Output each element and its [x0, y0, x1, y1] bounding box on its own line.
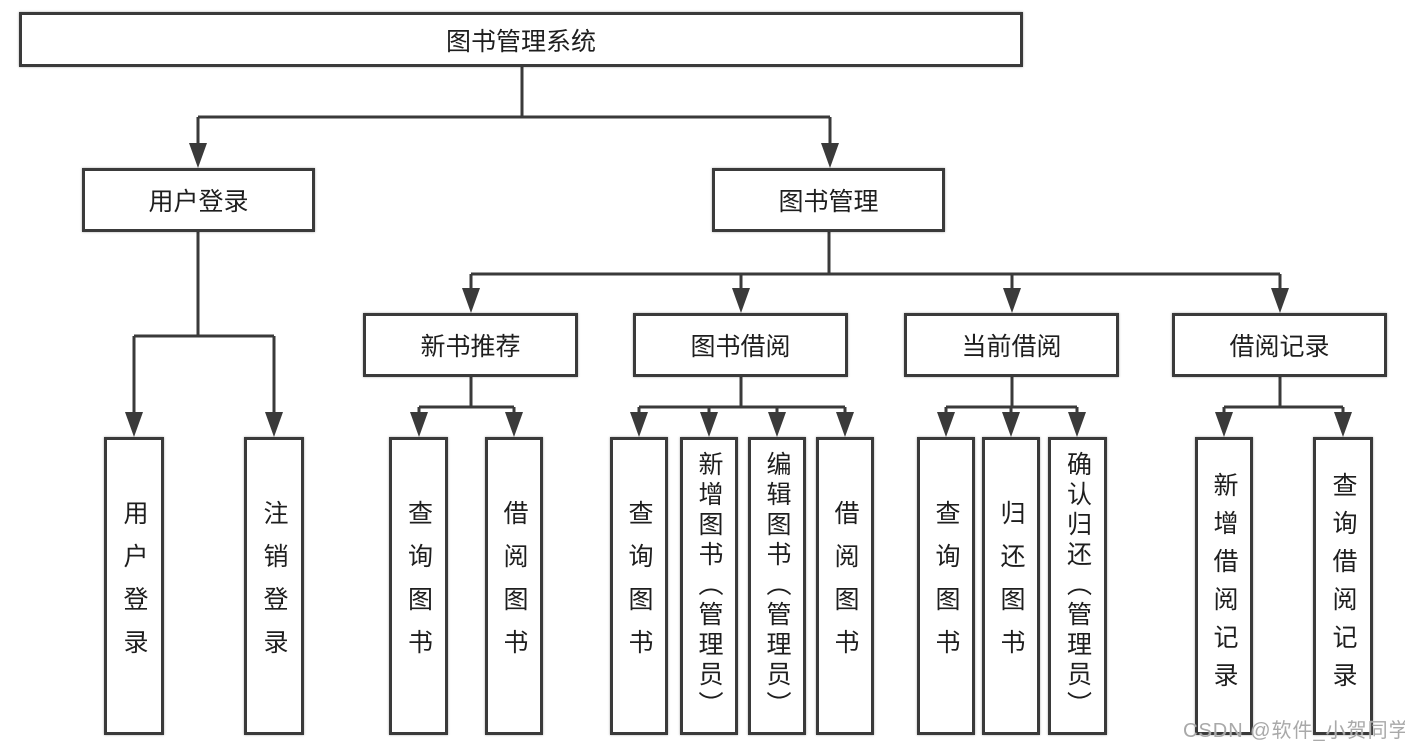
leaf-borrow-query-books: 查询图书	[610, 437, 668, 735]
leaf-newbook-borrow-books-label: 借阅图书	[500, 500, 528, 672]
leaf-add-borrow-record-label: 新增借阅记录	[1210, 472, 1238, 700]
leaf-add-books-admin-label: 新增图书（管理员）	[695, 451, 723, 721]
leaf-current-query-books-label: 查询图书	[932, 500, 960, 672]
leaf-edit-books-admin-label: 编辑图书（管理员）	[763, 451, 791, 721]
leaf-confirm-return-admin: 确认归还（管理员）	[1048, 437, 1107, 735]
leaf-borrow-query-books-label: 查询图书	[625, 500, 653, 672]
leaf-logout: 注销登录	[244, 437, 304, 735]
leaf-borrow-borrow-books-label: 借阅图书	[831, 500, 859, 672]
watermark: CSDN @软件_小贺同学	[1183, 720, 1405, 742]
leaf-borrow-borrow-books: 借阅图书	[816, 437, 874, 735]
leaf-newbook-query-books-label: 查询图书	[404, 500, 433, 672]
node-library-system: 图书管理系统	[19, 12, 1023, 67]
leaf-add-books-admin: 新增图书（管理员）	[680, 437, 738, 735]
leaf-user-login: 用户登录	[104, 437, 164, 735]
leaf-user-login-label: 用户登录	[120, 500, 148, 672]
arrowheads	[125, 143, 1352, 437]
leaf-return-books-label: 归还图书	[997, 500, 1025, 672]
node-user-login: 用户登录	[82, 168, 315, 232]
node-new-book-recommend: 新书推荐	[363, 313, 578, 377]
node-book-borrow: 图书借阅	[633, 313, 848, 377]
leaf-newbook-borrow-books: 借阅图书	[485, 437, 543, 735]
leaf-query-borrow-record-label: 查询借阅记录	[1329, 472, 1357, 700]
leaf-newbook-query-books: 查询图书	[389, 437, 448, 735]
node-borrow-records: 借阅记录	[1172, 313, 1387, 377]
node-book-management: 图书管理	[712, 168, 945, 232]
node-current-borrow: 当前借阅	[904, 313, 1119, 377]
leaf-logout-label: 注销登录	[260, 500, 288, 672]
leaf-query-borrow-record: 查询借阅记录	[1313, 437, 1373, 735]
leaf-add-borrow-record: 新增借阅记录	[1195, 437, 1253, 735]
leaf-return-books: 归还图书	[982, 437, 1040, 735]
leaf-confirm-return-admin-label: 确认归还（管理员）	[1063, 451, 1092, 721]
leaf-edit-books-admin: 编辑图书（管理员）	[748, 437, 806, 735]
leaf-current-query-books: 查询图书	[917, 437, 975, 735]
